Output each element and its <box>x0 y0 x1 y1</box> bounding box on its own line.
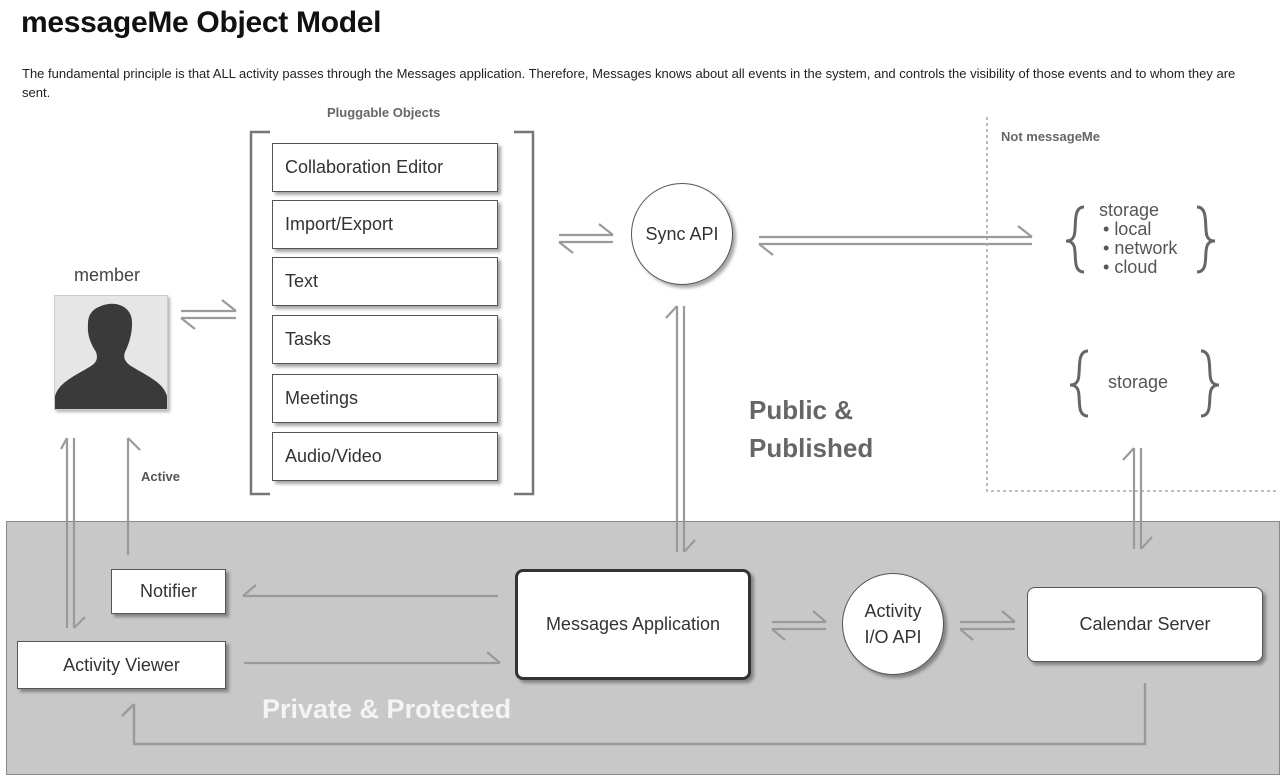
activity-viewer-node[interactable]: Activity Viewer <box>17 641 226 689</box>
external-storage-list: local network cloud <box>1103 220 1177 277</box>
pluggable-bracket-left <box>249 130 270 496</box>
calendar-server-node[interactable]: Calendar Server <box>1027 587 1263 662</box>
messages-notifier-arrow <box>242 584 498 598</box>
external-storage-brace-right <box>1196 205 1216 274</box>
not-messageme-label: Not messageMe <box>1001 129 1100 144</box>
viewer-messages-arrow <box>244 651 501 665</box>
intro-text: The fundamental principle is that ALL ac… <box>22 66 1236 100</box>
storage-item-local: local <box>1103 220 1177 239</box>
person-silhouette-icon <box>55 303 167 409</box>
messages-io-arrow <box>771 610 827 641</box>
active-label: Active <box>141 469 181 484</box>
pluggable-objects-label: Pluggable Objects <box>327 105 441 120</box>
member-viewer-arrow <box>60 437 86 629</box>
plug-audio-video[interactable]: Audio/Video <box>272 432 498 481</box>
notifier-node[interactable]: Notifier <box>111 569 226 614</box>
plug-text[interactable]: Text <box>272 257 498 306</box>
plug-tasks[interactable]: Tasks <box>272 315 498 364</box>
storage-item-network: network <box>1103 239 1177 258</box>
calendar-storage-brace-left <box>1069 349 1089 418</box>
calendar-storage-brace-right <box>1200 349 1220 418</box>
sync-storage-arrow <box>758 225 1033 256</box>
external-storage-title: storage <box>1099 200 1160 220</box>
storage-item-cloud: cloud <box>1103 258 1177 277</box>
member-label: member <box>74 265 141 285</box>
sync-messages-arrow <box>665 305 696 553</box>
member-avatar[interactable] <box>54 295 168 410</box>
activity-io-api-node[interactable]: Activity I/O API <box>842 573 944 675</box>
storage-calendar-arrow <box>1122 447 1153 550</box>
pluggable-sync-arrow <box>558 223 614 254</box>
plug-meetings[interactable]: Meetings <box>272 374 498 423</box>
notifier-member-arrow <box>126 437 141 555</box>
public-label-line1: Public & <box>749 395 854 425</box>
sync-api-node[interactable]: Sync API <box>631 183 733 285</box>
messages-application-node[interactable]: Messages Application <box>515 569 751 680</box>
activity-io-line1: Activity <box>864 601 922 621</box>
io-calendar-arrow <box>959 610 1016 641</box>
private-protected-label: Private & Protected <box>262 694 512 724</box>
plug-import-export[interactable]: Import/Export <box>272 200 498 249</box>
plug-collaboration-editor[interactable]: Collaboration Editor <box>272 143 498 192</box>
pluggable-bracket-right <box>514 130 535 496</box>
not-messageme-boundary <box>986 117 1278 492</box>
member-pluggable-arrow <box>180 299 237 330</box>
public-published-label: Public & Published <box>749 391 873 467</box>
public-label-line2: Published <box>749 433 874 463</box>
calendar-viewer-loop <box>121 683 1147 746</box>
page-title: messageMe Object Model <box>21 6 382 39</box>
calendar-storage-label: storage <box>1108 372 1169 392</box>
activity-io-line2: I/O API <box>864 627 922 647</box>
external-storage-brace-left <box>1065 205 1085 274</box>
